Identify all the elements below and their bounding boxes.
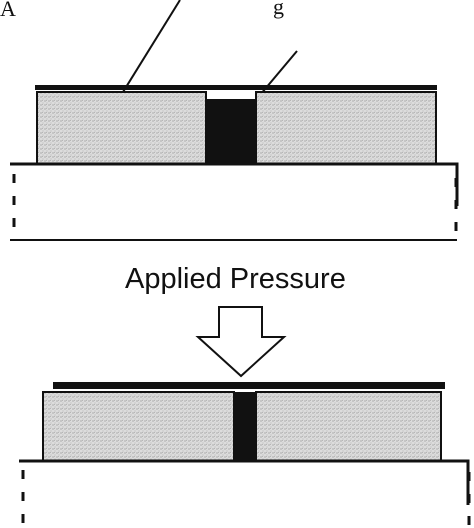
left-grain-block-before	[36, 91, 207, 165]
compressed-gap-after	[234, 392, 256, 461]
top-cover-after	[53, 382, 445, 389]
base-outline-after	[19, 459, 470, 505]
before-pressure-assembly	[10, 0, 459, 241]
left-grain-block-after	[42, 391, 235, 462]
filled-gap-before	[205, 101, 257, 164]
right-grain-block-before	[255, 91, 437, 165]
downward-pressure-arrow	[195, 306, 287, 378]
after-pressure-assembly	[19, 382, 471, 526]
cropped-label-g: g	[273, 0, 284, 19]
base-outline-before	[10, 162, 459, 206]
applied-pressure-label: Applied Pressure	[125, 263, 346, 295]
top-cover-before	[35, 85, 437, 90]
cropped-label-a: A	[0, 0, 16, 21]
right-grain-block-after	[255, 391, 442, 462]
